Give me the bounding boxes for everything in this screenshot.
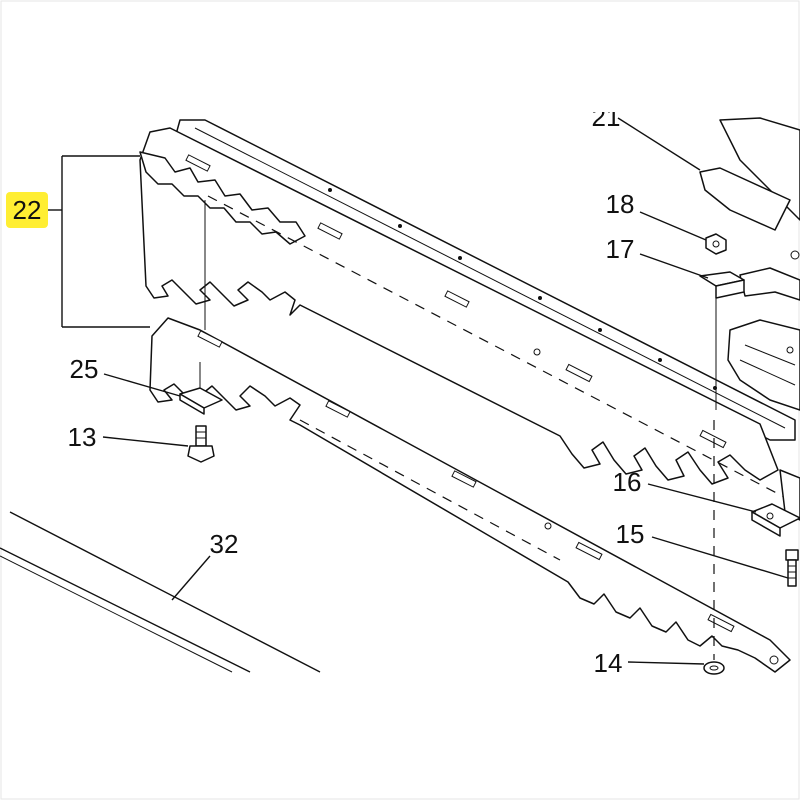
callout-21-clip: 21 [592, 102, 621, 132]
plate-holes [328, 188, 717, 390]
drive-housing [699, 117, 800, 521]
nut-18 [705, 233, 727, 255]
callout-25-label: 25 [70, 354, 99, 384]
callout-22-label: 22 [13, 195, 42, 225]
callout-13-label: 13 [68, 422, 97, 452]
callout-22-highlight [6, 192, 48, 228]
callout-18-label: 18 [606, 189, 635, 219]
leader-lines [46, 117, 789, 665]
plate-16 [751, 503, 800, 537]
bolt-13 [187, 425, 215, 463]
bolt-15 [785, 549, 799, 587]
spacer-25 [179, 387, 223, 415]
callout-17-label: 17 [606, 234, 635, 264]
callout-15-label: 15 [616, 519, 645, 549]
callout-16-label: 16 [613, 467, 642, 497]
washer-14 [703, 661, 725, 675]
callout-32-label: 32 [210, 529, 239, 559]
callout-22: 22 [6, 192, 48, 228]
bracket-17 [699, 271, 745, 410]
callout-14-label: 14 [594, 648, 623, 678]
upper-blade [139, 127, 779, 485]
callout-21-label: 21 [592, 102, 621, 132]
guide-bar-32 [0, 511, 321, 673]
